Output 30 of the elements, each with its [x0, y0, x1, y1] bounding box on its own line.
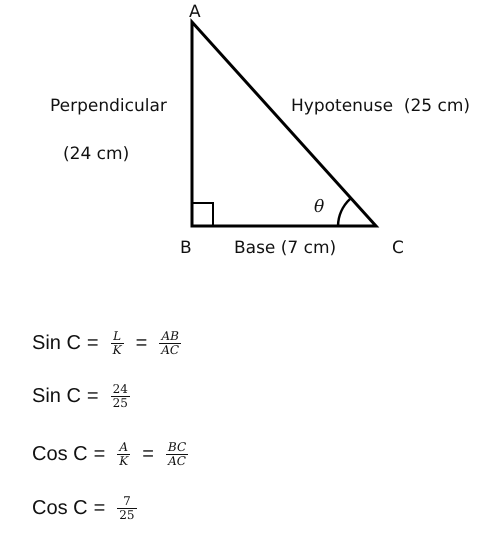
fraction-numerator: L — [112, 330, 122, 344]
equals-sign: = — [136, 332, 148, 356]
side-label: Base (7 cm) — [234, 240, 336, 257]
equals-sign: = — [94, 443, 106, 466]
fraction-numerator: AB — [160, 330, 180, 344]
vertex-label: B — [180, 240, 192, 257]
fraction-numerator: 7 — [122, 495, 132, 508]
equals-sign: = — [94, 497, 106, 520]
formula-text: Cos C — [32, 497, 88, 520]
fraction-denominator: AC — [166, 455, 187, 468]
equals-sign: = — [86, 385, 99, 408]
fraction-numerator: A — [118, 441, 130, 454]
fraction-denominator: AC — [159, 344, 180, 358]
fraction-denominator: 25 — [118, 509, 136, 522]
formula-text: Sin C — [32, 385, 81, 408]
side-label: Perpendicular — [50, 98, 167, 115]
fraction-denominator: 25 — [112, 397, 129, 410]
formula-text: Sin C — [32, 332, 81, 356]
equals-sign: = — [86, 332, 99, 356]
vertex-label: A — [189, 4, 201, 21]
fraction-numerator: 24 — [112, 383, 129, 396]
vertex-label: C — [392, 240, 404, 257]
side-label: Hypotenuse (25 cm) — [291, 98, 470, 115]
side-label: (24 cm) — [63, 146, 130, 163]
fraction-denominator: K — [112, 344, 123, 358]
fraction-denominator: K — [118, 455, 130, 468]
fraction-numerator: BC — [166, 441, 188, 454]
equals-sign: = — [142, 443, 154, 466]
formula-text: Cos C — [32, 443, 88, 466]
angle-label: θ — [314, 199, 324, 216]
